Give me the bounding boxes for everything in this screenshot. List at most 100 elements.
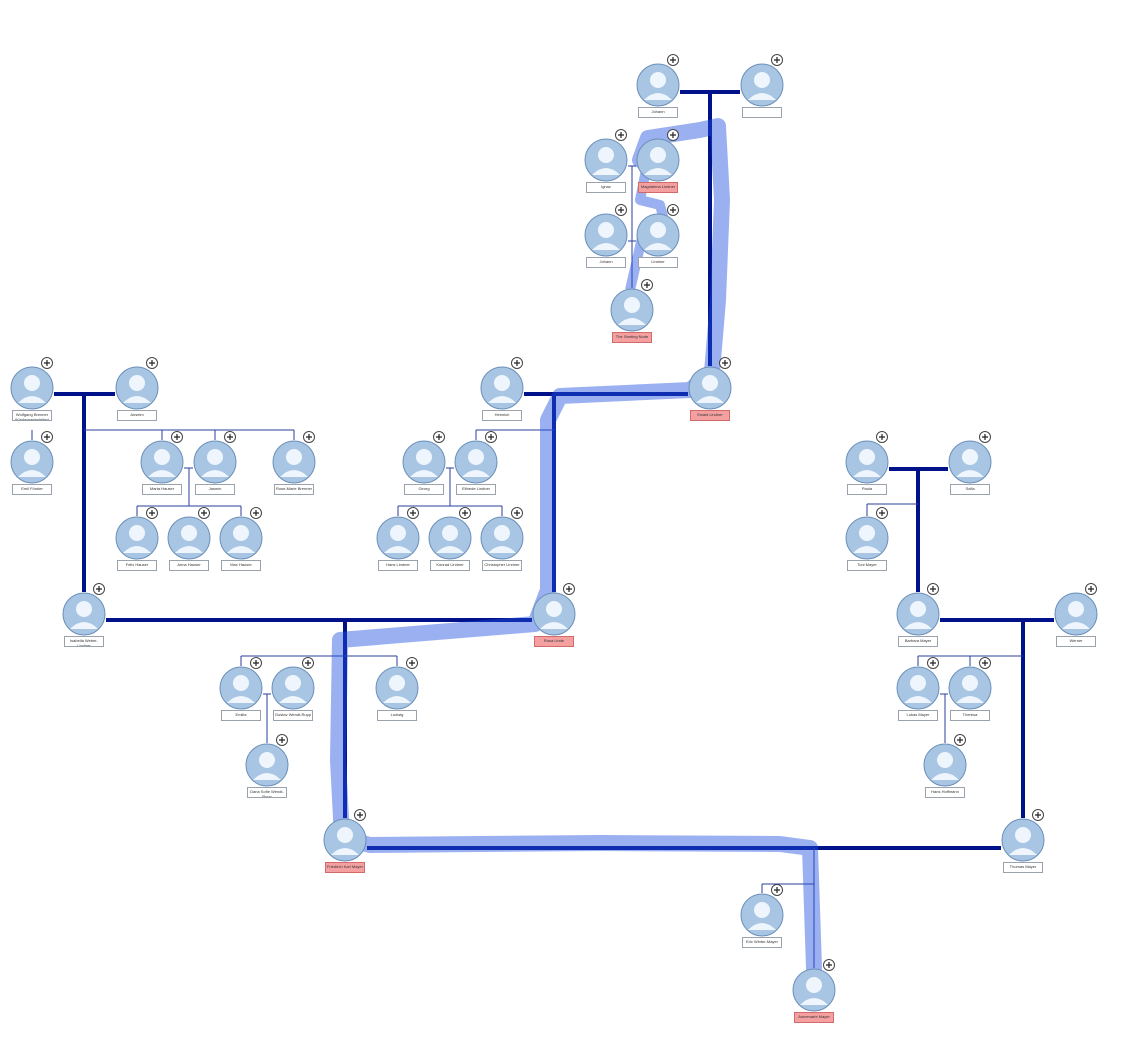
person-node[interactable]	[636, 129, 680, 182]
person-name-label[interactable]: Gustav Wendt-Rupp	[273, 710, 313, 721]
person-node[interactable]	[219, 657, 263, 710]
person-name-label[interactable]: Rose-Marie Brenner	[274, 484, 314, 495]
person-name-label[interactable]: Georg	[404, 484, 444, 495]
add-relative-button[interactable]	[563, 583, 575, 595]
person-node[interactable]	[688, 357, 732, 410]
person-node[interactable]	[1001, 809, 1045, 862]
person-node[interactable]	[740, 884, 784, 937]
person-name-label[interactable]: Toni Mayer	[847, 560, 887, 571]
person-node[interactable]	[792, 959, 836, 1012]
person-name-label[interactable]: Dana Sofie Wendt-Rupp	[247, 787, 287, 798]
person-node[interactable]	[636, 54, 680, 107]
person-node[interactable]	[480, 357, 524, 410]
person-node[interactable]	[896, 583, 940, 636]
person-node[interactable]	[323, 809, 367, 862]
add-relative-button[interactable]	[406, 657, 418, 669]
person-node[interactable]	[948, 431, 992, 484]
person-node[interactable]	[271, 657, 315, 710]
person-name-label[interactable]: Hans Hoffmann	[925, 787, 965, 798]
add-relative-button[interactable]	[146, 507, 158, 519]
person-node[interactable]	[219, 507, 263, 560]
person-name-label[interactable]: Eric Winter-Mayer	[742, 937, 782, 948]
add-relative-button[interactable]	[927, 583, 939, 595]
person-name-label[interactable]: Max Hauser	[221, 560, 261, 571]
add-relative-button[interactable]	[41, 357, 53, 369]
person-node[interactable]	[845, 507, 889, 560]
person-name-label[interactable]	[742, 107, 782, 118]
person-name-label[interactable]: Anselm	[117, 410, 157, 421]
person-node[interactable]	[375, 657, 419, 710]
person-node[interactable]	[480, 507, 524, 560]
add-relative-button[interactable]	[771, 884, 783, 896]
person-node[interactable]	[115, 357, 159, 410]
person-node[interactable]	[845, 431, 889, 484]
person-node[interactable]	[584, 204, 628, 257]
add-relative-button[interactable]	[224, 431, 236, 443]
person-name-label[interactable]: Ludwig	[377, 710, 417, 721]
person-node[interactable]	[923, 734, 967, 787]
add-relative-button[interactable]	[667, 129, 679, 141]
person-node[interactable]	[454, 431, 498, 484]
person-node[interactable]	[740, 54, 784, 107]
add-relative-button[interactable]	[250, 657, 262, 669]
person-node[interactable]	[896, 657, 940, 710]
add-relative-button[interactable]	[615, 204, 627, 216]
person-name-label[interactable]: Felix Hauser	[117, 560, 157, 571]
person-name-label[interactable]: The Starting Node	[612, 332, 652, 343]
add-relative-button[interactable]	[979, 431, 991, 443]
person-node[interactable]	[402, 431, 446, 484]
add-relative-button[interactable]	[615, 129, 627, 141]
person-node[interactable]	[428, 507, 472, 560]
add-relative-button[interactable]	[41, 431, 53, 443]
add-relative-button[interactable]	[1032, 809, 1044, 821]
person-node[interactable]	[636, 204, 680, 257]
add-relative-button[interactable]	[954, 734, 966, 746]
person-node[interactable]	[115, 507, 159, 560]
person-name-label[interactable]: Rosa Linde	[534, 636, 574, 647]
person-node[interactable]	[140, 431, 184, 484]
person-name-label[interactable]: Annemarie Mayer	[794, 1012, 834, 1023]
add-relative-button[interactable]	[407, 507, 419, 519]
add-relative-button[interactable]	[250, 507, 262, 519]
add-relative-button[interactable]	[1085, 583, 1097, 595]
person-name-label[interactable]: Heinrich	[482, 410, 522, 421]
add-relative-button[interactable]	[198, 507, 210, 519]
add-relative-button[interactable]	[667, 54, 679, 66]
person-node[interactable]	[10, 431, 54, 484]
person-node[interactable]	[376, 507, 420, 560]
person-node[interactable]	[948, 657, 992, 710]
person-node[interactable]	[62, 583, 106, 636]
add-relative-button[interactable]	[979, 657, 991, 669]
add-relative-button[interactable]	[771, 54, 783, 66]
person-node[interactable]	[584, 129, 628, 182]
add-relative-button[interactable]	[303, 431, 315, 443]
add-relative-button[interactable]	[276, 734, 288, 746]
person-name-label[interactable]: Werner	[1056, 636, 1096, 647]
person-name-label[interactable]: Theresa	[950, 710, 990, 721]
person-node[interactable]	[272, 431, 316, 484]
person-name-label[interactable]: Sofia	[950, 484, 990, 495]
add-relative-button[interactable]	[876, 507, 888, 519]
person-name-label[interactable]: Jasmin	[195, 484, 235, 495]
person-name-label[interactable]: Paula	[847, 484, 887, 495]
add-relative-button[interactable]	[354, 809, 366, 821]
person-name-label[interactable]: Wolfgang Brenner (Kindergartenleiter)	[12, 410, 52, 421]
add-relative-button[interactable]	[927, 657, 939, 669]
person-node[interactable]	[167, 507, 211, 560]
add-relative-button[interactable]	[876, 431, 888, 443]
person-name-label[interactable]: Johann	[586, 257, 626, 268]
person-name-label[interactable]: Ewald Lindner	[690, 410, 730, 421]
person-name-label[interactable]: Barbara Mayer	[898, 636, 938, 647]
add-relative-button[interactable]	[485, 431, 497, 443]
person-name-label[interactable]: Friedrich Karl Mayer	[325, 862, 365, 873]
person-name-label[interactable]: Magdalena Lindner	[638, 182, 678, 193]
add-relative-button[interactable]	[433, 431, 445, 443]
person-name-label[interactable]: Konrad Lindner	[430, 560, 470, 571]
add-relative-button[interactable]	[93, 583, 105, 595]
person-node[interactable]	[1054, 583, 1098, 636]
person-name-label[interactable]: Christopher Lindner	[482, 560, 522, 571]
person-name-label[interactable]: Elfriede Lindner	[456, 484, 496, 495]
person-node[interactable]	[193, 431, 237, 484]
add-relative-button[interactable]	[511, 357, 523, 369]
add-relative-button[interactable]	[667, 204, 679, 216]
